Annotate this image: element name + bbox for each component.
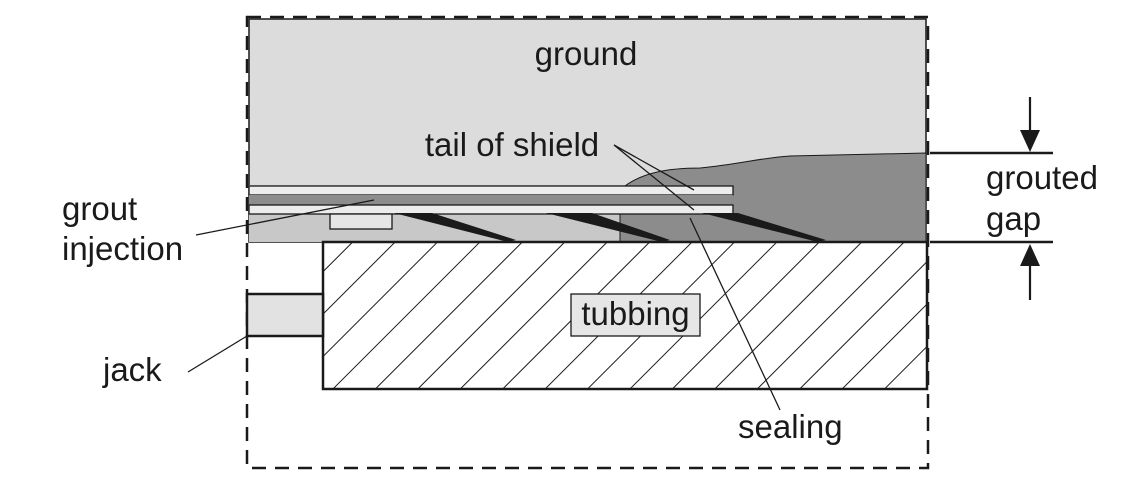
- grout-injection-pipe: [249, 195, 733, 205]
- seal-brush-3: [702, 213, 826, 242]
- grout-injection-label-line1: grout: [62, 190, 137, 227]
- sealing-label: sealing: [738, 408, 843, 445]
- leader-tail-of-shield-2: [613, 144, 695, 211]
- seal-brush-1: [394, 213, 516, 242]
- grout-body: [619, 152, 927, 243]
- shield-pad: [329, 213, 393, 230]
- leader-tail-of-shield-1: [613, 144, 695, 191]
- shield-tail-upper-plate: [248, 185, 734, 196]
- dim-arrow-bottom-head: [1020, 244, 1040, 266]
- leader-sealing: [689, 217, 781, 411]
- tail-of-shield-label: tail of shield: [425, 126, 599, 163]
- jack: [245, 292, 325, 338]
- tubbing-label: tubbing: [581, 295, 689, 332]
- shield-tail-lower-plate: [248, 204, 734, 215]
- leader-jack: [187, 335, 248, 373]
- jack-label: jack: [102, 351, 162, 388]
- ground-label: ground: [535, 35, 638, 72]
- grouted-gap-label-line1: grouted: [986, 159, 1098, 196]
- grout-injection-label-line2: injection: [62, 230, 183, 267]
- dim-arrow-top-head: [1020, 130, 1040, 152]
- leader-grout-injection: [195, 199, 375, 236]
- tubbing-label-box: [570, 293, 701, 337]
- seal-brush-2: [546, 213, 670, 242]
- grouted-gap-label-line2: gap: [986, 200, 1041, 237]
